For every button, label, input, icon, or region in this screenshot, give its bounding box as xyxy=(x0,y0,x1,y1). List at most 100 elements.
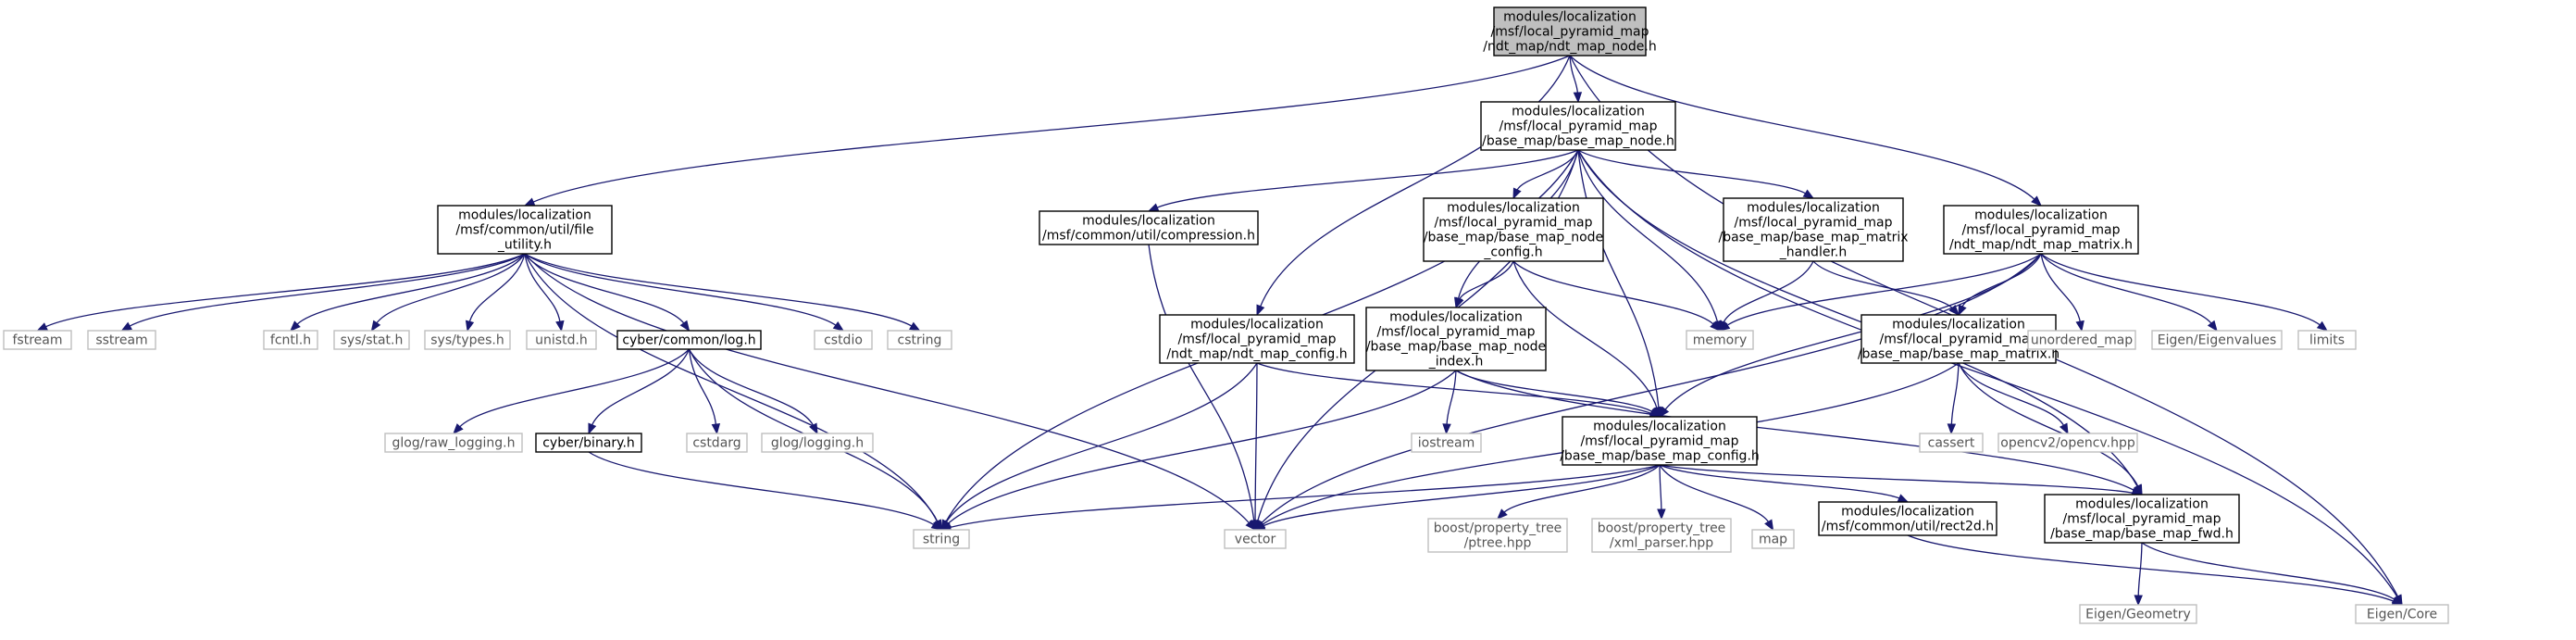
edge-arrowhead xyxy=(1710,320,1721,332)
node-rect2d[interactable]: modules/localization/msf/common/util/rec… xyxy=(1818,501,1997,536)
edge-line xyxy=(1659,464,1662,511)
edge-base-map-matrix-to-opencv xyxy=(1958,362,2069,435)
edge-arrowhead xyxy=(1764,519,1774,532)
edge-line xyxy=(1907,534,2395,603)
node-box xyxy=(263,330,318,350)
node-label-line: modules/localization xyxy=(1841,505,1974,520)
edge-arrowhead xyxy=(1657,508,1666,521)
node-label-line: /msf/local_pyramid_map xyxy=(1735,216,1893,231)
edge-arrowhead xyxy=(1455,296,1464,309)
edge-base-map-node-config-to-memory xyxy=(1512,260,1721,332)
edge-arrowhead xyxy=(36,322,49,332)
edge-arrowhead xyxy=(555,320,565,333)
edge-file-utility-to-fcntl xyxy=(290,253,526,332)
node-ndt-map-config[interactable]: modules/localization/msf/local_pyramid_m… xyxy=(1159,314,1355,364)
node-file-utility[interactable]: modules/localization/msf/common/util/fil… xyxy=(437,205,613,255)
edge-line xyxy=(1458,260,1514,301)
edge-log-to-glog-logging xyxy=(688,348,818,435)
node-label-line: modules/localization xyxy=(1974,208,2108,223)
nodes-layer: modules/localization/msf/local_pyramid_m… xyxy=(3,6,2449,624)
node-log[interactable]: cyber/common/log.h xyxy=(616,330,762,350)
edge-line xyxy=(524,253,838,327)
node-label-line: modules/localization xyxy=(2075,497,2209,512)
edge-line xyxy=(1659,464,1901,499)
node-label-line: /base_map/base_map_matrix.h xyxy=(1858,347,2060,362)
node-unordered-map: unordered_map xyxy=(2027,330,2136,350)
edge-line xyxy=(44,253,526,328)
node-binary[interactable]: cyber/binary.h xyxy=(535,433,642,453)
edge-ndt-map-matrix-to-limits xyxy=(2040,253,2329,332)
edge-line xyxy=(295,253,526,326)
node-label-line: /base_map/base_map_config.h xyxy=(1560,449,1760,464)
node-box xyxy=(913,529,970,549)
edge-base-map-matrix-to-base-map-fwd xyxy=(1958,362,2143,496)
node-cstdio: cstdio xyxy=(814,330,873,350)
edge-line xyxy=(458,348,690,428)
edge-line xyxy=(1516,149,1579,192)
edge-line xyxy=(2040,253,2082,323)
node-compression[interactable]: modules/localization/msf/common/util/com… xyxy=(1039,210,1259,245)
edge-log-to-glog-raw xyxy=(453,348,690,434)
node-ndt-map-node[interactable]: modules/localization/msf/local_pyramid_m… xyxy=(1483,6,1657,56)
node-box xyxy=(1919,433,1984,453)
node-label-line: /msf/local_pyramid_map xyxy=(1491,25,1649,40)
edge-arrowhead xyxy=(588,422,597,435)
node-base-map-matrix-handler[interactable]: modules/localization/msf/local_pyramid_m… xyxy=(1718,197,1909,262)
edge-line xyxy=(524,253,939,523)
node-box xyxy=(2027,330,2136,350)
node-base-map-fwd[interactable]: modules/localization/msf/local_pyramid_m… xyxy=(2044,494,2240,544)
node-box xyxy=(887,330,952,350)
edge-file-utility-to-fstream xyxy=(36,253,526,332)
edge-line xyxy=(1446,370,1457,426)
edge-arrowhead xyxy=(2031,195,2042,207)
edge-arrowhead xyxy=(465,320,475,333)
edge-file-utility-to-cstring xyxy=(524,253,921,332)
edge-line xyxy=(1569,55,1579,94)
node-box xyxy=(1423,197,1604,262)
edge-arrowhead xyxy=(2134,595,2143,607)
edge-arrowhead xyxy=(1897,494,1910,503)
node-label-line: cyber/binary.h xyxy=(542,436,635,451)
node-label-line: /msf/common/util/rect2d.h xyxy=(1822,520,1994,534)
edge-line xyxy=(524,253,685,325)
node-base-map-node-config[interactable]: modules/localization/msf/local_pyramid_m… xyxy=(1423,197,1604,262)
node-base-map-node[interactable]: modules/localization/msf/local_pyramid_m… xyxy=(1480,101,1676,151)
edge-line xyxy=(2141,542,2396,601)
node-label-line: _utility.h xyxy=(497,238,552,253)
node-ptree: boost/property_tree/ptree.hpp xyxy=(1427,518,1568,553)
edge-line xyxy=(588,451,935,526)
node-label-line: cstring xyxy=(898,333,942,348)
edge-line xyxy=(532,55,1571,204)
edge-arrowhead xyxy=(120,321,132,332)
edge-line xyxy=(1812,260,1954,309)
edge-line xyxy=(1148,244,1255,522)
edge-base-map-matrix-to-cassert xyxy=(1947,362,1960,435)
edge-arrowhead xyxy=(1147,203,1160,212)
node-glog-raw: glog/raw_logging.h xyxy=(384,433,523,453)
edge-arrowhead xyxy=(1251,520,1260,532)
node-label-line: string xyxy=(923,533,960,547)
edge-base-map-config-to-ptree xyxy=(1497,464,1661,520)
node-ndt-map-matrix[interactable]: modules/localization/msf/local_pyramid_m… xyxy=(1943,205,2139,255)
node-label-line: _index.h xyxy=(1428,355,1484,370)
node-box xyxy=(3,330,72,350)
node-box xyxy=(1427,518,1568,553)
node-base-map-node-index[interactable]: modules/localization/msf/local_pyramid_m… xyxy=(1365,307,1547,371)
edge-rect2d-to-eigen-core xyxy=(1907,534,2404,606)
edge-line xyxy=(1958,362,2065,427)
node-base-map-matrix[interactable]: modules/localization/msf/local_pyramid_m… xyxy=(1858,314,2060,364)
node-label-line: /msf/local_pyramid_map xyxy=(2063,512,2221,527)
edge-arrowhead xyxy=(1958,304,1967,317)
edge-arrowhead xyxy=(1947,423,1957,435)
node-cstdarg: cstdarg xyxy=(686,433,748,453)
node-box xyxy=(87,330,156,350)
edge-line xyxy=(468,253,526,323)
node-label-line: opencv2/opencv.hpp xyxy=(2000,436,2135,451)
node-base-map-config[interactable]: modules/localization/msf/local_pyramid_m… xyxy=(1560,416,1760,466)
edge-line xyxy=(2137,542,2143,597)
node-label-line: /msf/local_pyramid_map xyxy=(1581,434,1739,449)
node-label-line: unordered_map xyxy=(2031,333,2133,348)
node-label-line: /xml_parser.hpp xyxy=(1610,536,1713,551)
edge-base-map-node-index-to-iostream xyxy=(1442,370,1457,435)
node-string: string xyxy=(913,529,970,549)
